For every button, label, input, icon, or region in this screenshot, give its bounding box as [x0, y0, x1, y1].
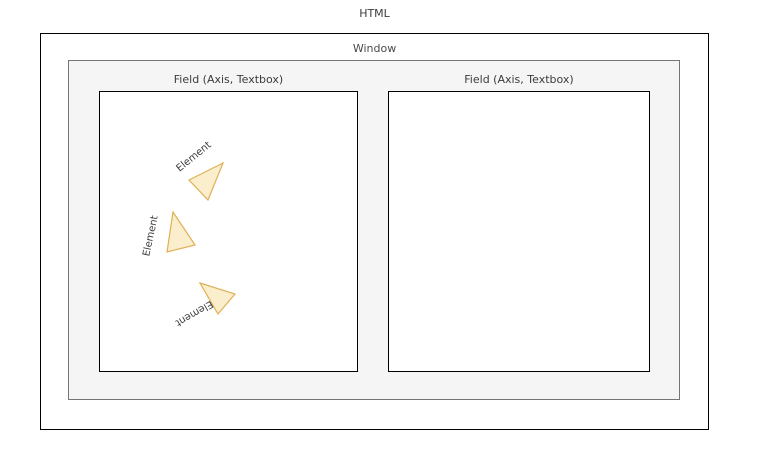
field-left-label: Field (Axis, Textbox) [173, 73, 284, 86]
field-right-textbox[interactable] [388, 91, 650, 372]
element-label: Element [141, 215, 160, 258]
field-right-canvas [389, 92, 649, 371]
window-label: Window [352, 42, 397, 55]
page-title: HTML [359, 7, 390, 20]
field-right-label: Field (Axis, Textbox) [464, 73, 574, 86]
element-marker[interactable] [166, 210, 196, 253]
element-label: Element [174, 140, 213, 175]
element-marker[interactable] [198, 281, 237, 316]
element-marker[interactable] [188, 161, 225, 202]
element-label: Element [173, 298, 214, 328]
